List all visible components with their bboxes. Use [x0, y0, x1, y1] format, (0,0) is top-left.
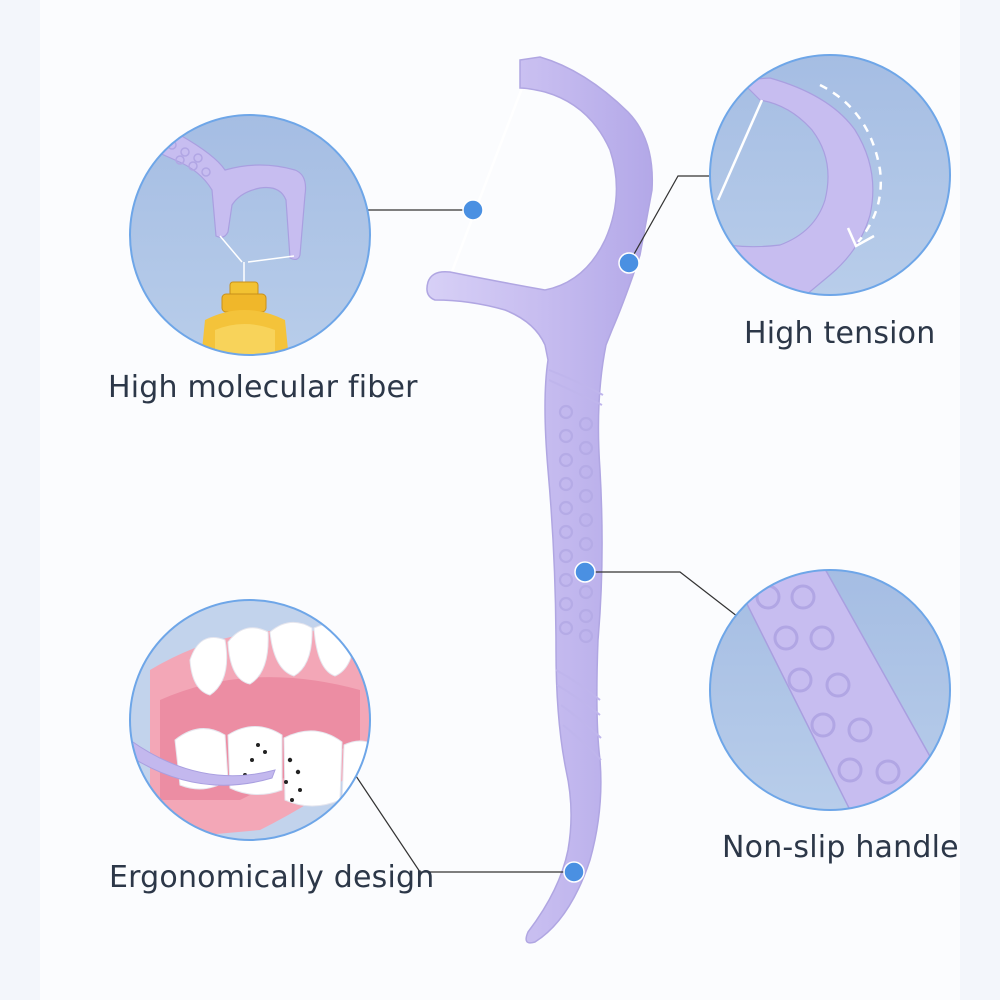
callout-dot-ergonomic [563, 861, 585, 883]
connector-lines [355, 175, 743, 873]
feature-label-ergonomic: Ergonomically design [109, 860, 435, 895]
detail-circle-ergonomic [129, 599, 371, 841]
detail-circle-tension [709, 54, 951, 296]
circle-border [129, 114, 371, 356]
feature-label-fiber: High molecular fiber [108, 370, 418, 405]
detail-circle-fiber [129, 114, 371, 356]
floss-pick [426, 56, 654, 944]
callout-dot-tension [618, 252, 640, 274]
floss-string [446, 87, 524, 283]
callout-dot-handle [574, 561, 596, 583]
feature-label-handle: Non-slip handle [722, 830, 959, 865]
pick-body [426, 56, 654, 944]
grip-dots [558, 404, 594, 644]
detail-circle-handle [709, 569, 951, 811]
feature-label-tension: High tension [744, 316, 936, 351]
callout-dot-fiber [462, 199, 484, 221]
